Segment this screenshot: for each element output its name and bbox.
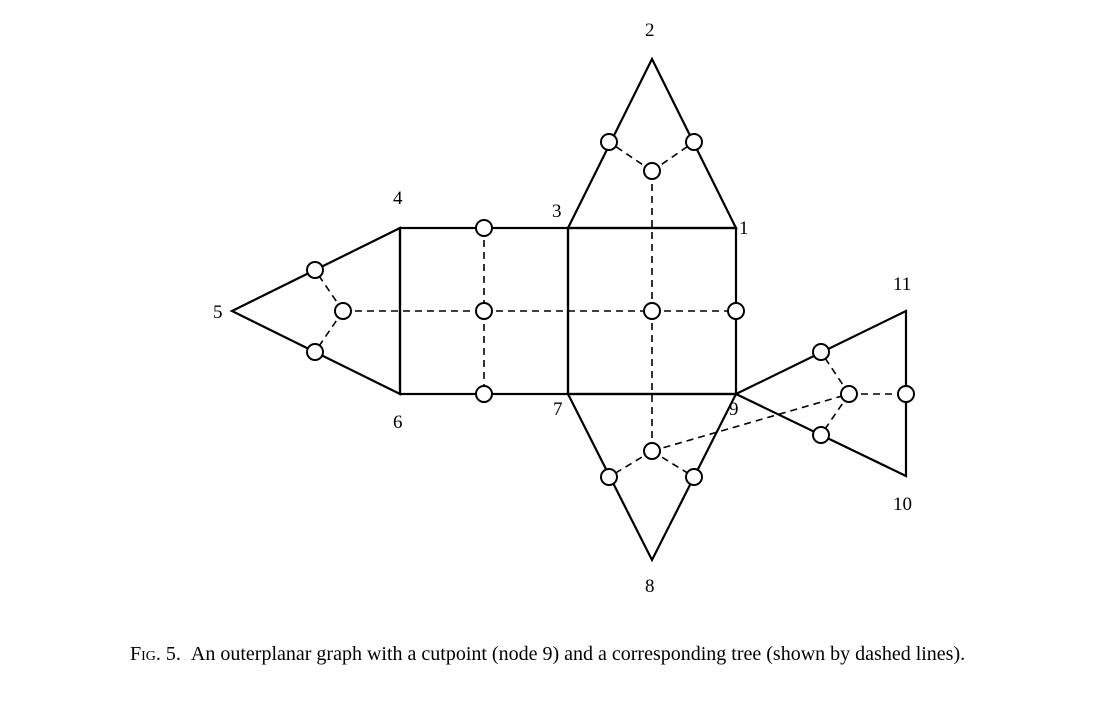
tree-node — [334, 302, 352, 320]
tree-node — [306, 261, 324, 279]
vertex-label-2: 2 — [645, 20, 655, 41]
vertex-labels: 1 2 3 4 5 6 7 8 9 10 11 — [213, 20, 912, 597]
vertex-label-10: 10 — [893, 494, 912, 515]
tree-edges — [314, 141, 906, 478]
caption-text: An outerplanar graph with a cutpoint (no… — [190, 643, 966, 665]
face-triangle-7-8-9 — [566, 392, 738, 563]
tree-node — [600, 468, 618, 486]
outerplanar-graph-figure: 1 2 3 4 5 6 7 8 9 10 11 — [213, 20, 915, 597]
vertex-label-1: 1 — [739, 218, 749, 239]
tree-edge — [608, 141, 653, 172]
tree-node — [685, 468, 703, 486]
vertex-label-11: 11 — [893, 274, 911, 295]
tree-node — [475, 385, 493, 403]
tree-node — [812, 343, 830, 361]
tree-node — [475, 219, 493, 237]
caption-label: Fig. 5. — [130, 643, 181, 665]
tree-node — [727, 302, 745, 320]
face-triangle-9-11-10 — [733, 309, 908, 478]
vertex-label-8: 8 — [645, 576, 655, 597]
tree-node — [812, 426, 830, 444]
tree-node — [643, 302, 661, 320]
face-triangle-4-5-6 — [229, 226, 402, 396]
tree-node — [600, 133, 618, 151]
tree-nodes — [306, 133, 915, 486]
vertex-label-7: 7 — [553, 399, 563, 420]
vertex-label-6: 6 — [393, 412, 403, 433]
graph-edges — [229, 56, 908, 563]
vertex-label-3: 3 — [552, 201, 562, 222]
tree-edge — [651, 393, 850, 452]
vertex-label-5: 5 — [213, 302, 223, 323]
tree-node — [685, 133, 703, 151]
figure-caption: Fig. 5. An outerplanar graph with a cutp… — [130, 641, 1090, 668]
tree-node — [306, 343, 324, 361]
tree-node — [643, 162, 661, 180]
tree-node — [897, 385, 915, 403]
tree-node — [475, 302, 493, 320]
tree-node — [840, 385, 858, 403]
vertex-label-4: 4 — [393, 188, 403, 209]
vertex-label-9: 9 — [729, 399, 739, 420]
tree-node — [643, 442, 661, 460]
